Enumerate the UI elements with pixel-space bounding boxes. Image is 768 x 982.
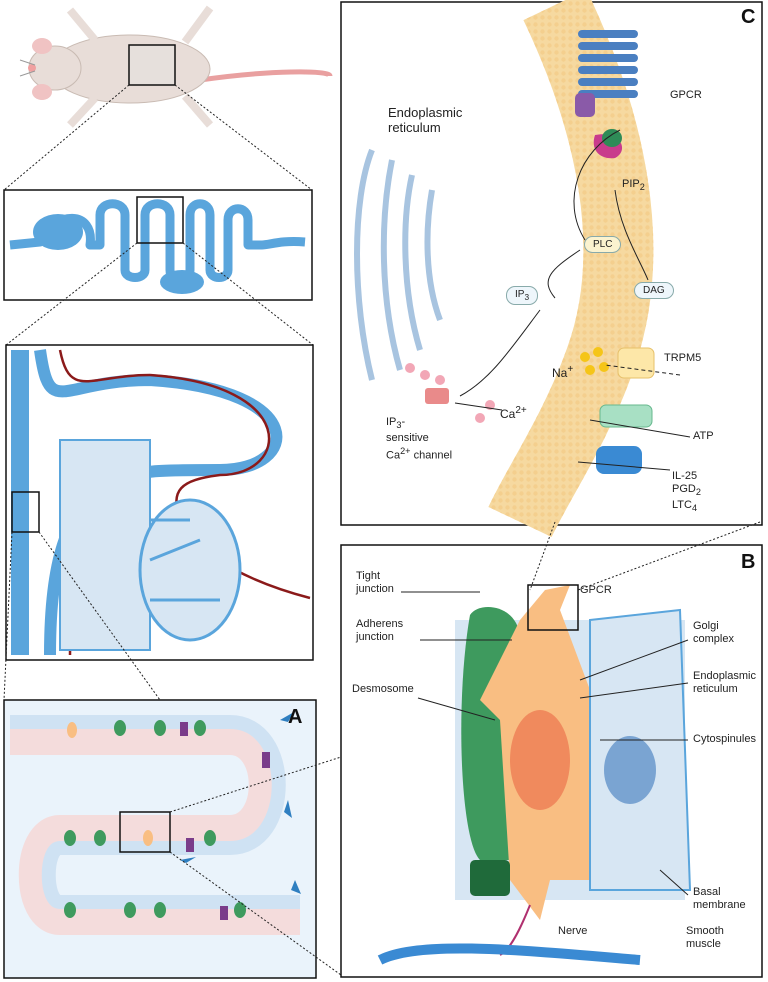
atp-label: ATP <box>693 430 714 442</box>
zoom-box-tuft-cell <box>119 811 171 853</box>
calcium-label: Ca2+ <box>500 405 527 421</box>
zoom-box-epithelium <box>11 491 40 533</box>
gpcr-label: GPCR <box>670 89 702 101</box>
ip3-label: IP3 <box>506 286 539 305</box>
villus-panel <box>5 344 314 661</box>
nerve-label: Nerve <box>558 925 588 937</box>
zoom-box-gpcr <box>527 584 579 631</box>
panel-letter-a: A <box>288 706 303 728</box>
panel-b <box>340 544 763 978</box>
mediators-label: IL-25 PGD2 LTC4 <box>672 470 701 514</box>
panel-a <box>3 699 317 979</box>
gpcr-b-label: GPCR <box>580 584 612 596</box>
desmosome-label: Desmosome <box>352 683 414 695</box>
zoom-box-abdomen <box>128 44 176 86</box>
panel-letter-b: B <box>741 551 756 573</box>
sodium-label: Na+ <box>552 364 574 380</box>
endoplasmic-reticulum-shape <box>354 148 443 381</box>
pip2-label: PIP2 <box>622 178 645 193</box>
panel-c <box>340 0 763 538</box>
cytospinules-label: Cytospinules <box>693 733 756 745</box>
gpcr-receptor <box>578 30 638 98</box>
panel-letter-c: C <box>741 6 756 28</box>
plc-label: PLC <box>584 236 622 253</box>
ip3-channel-label: IP3- sensitive Ca2+ channel <box>386 416 453 462</box>
trpm5-label: TRPM5 <box>664 352 702 364</box>
dag-label: DAG <box>634 282 674 299</box>
mouse-illustration <box>19 5 333 128</box>
zoom-box-villus <box>136 196 184 244</box>
intestine-loop-panel <box>3 189 313 301</box>
